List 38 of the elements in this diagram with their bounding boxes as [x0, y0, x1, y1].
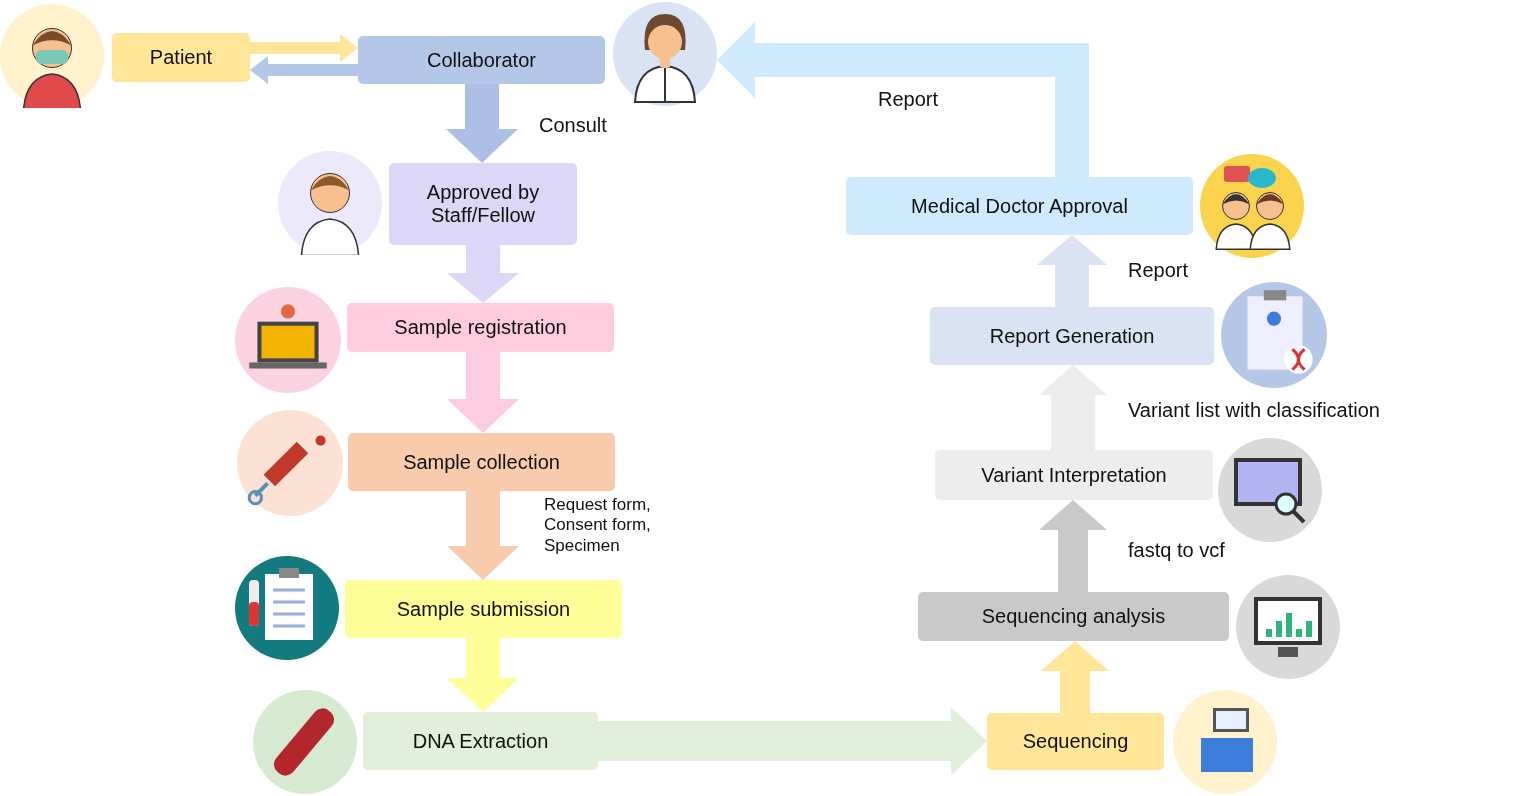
block-arrow — [717, 22, 1089, 177]
block-arrow — [1041, 641, 1109, 713]
process-box — [358, 36, 605, 84]
block-arrow — [446, 84, 518, 163]
box-label: Sample submission — [396, 597, 571, 621]
block-arrow — [250, 56, 358, 84]
process-box — [935, 450, 1213, 500]
block-arrow — [598, 707, 987, 775]
process-box — [389, 163, 577, 245]
block-arrow — [1037, 235, 1107, 307]
box-label: Collaborator — [427, 48, 536, 72]
block-arrow — [250, 34, 358, 62]
box-label: Patient — [149, 46, 213, 69]
box-label: Sample registration — [394, 316, 567, 339]
box-label: Sequencing — [1022, 730, 1129, 753]
process-box — [345, 580, 622, 638]
block-arrow — [447, 352, 519, 433]
box-label: Report Generation — [989, 324, 1155, 348]
process-box — [987, 713, 1164, 770]
box-label: Variant Interpretation — [981, 463, 1167, 487]
process-box — [846, 177, 1193, 235]
doctor-avatar — [613, 2, 717, 106]
block-arrow — [447, 638, 519, 712]
process-box — [348, 433, 615, 491]
box-label: Approved by Staff/Fellow — [425, 181, 541, 227]
process-box — [930, 307, 1214, 365]
block-arrow — [1039, 500, 1107, 592]
box-label: DNA Extraction — [412, 729, 549, 753]
box-label: Sequencing analysis — [981, 605, 1166, 628]
block-arrow — [447, 491, 519, 580]
block-arrow — [447, 245, 519, 303]
process-box — [347, 303, 614, 352]
process-box — [112, 33, 250, 82]
block-arrow — [1039, 365, 1107, 450]
box-label: Sample collection — [403, 450, 560, 474]
box-label: Medical Doctor Approval — [911, 194, 1128, 218]
process-box — [363, 712, 598, 770]
process-box — [918, 592, 1229, 641]
